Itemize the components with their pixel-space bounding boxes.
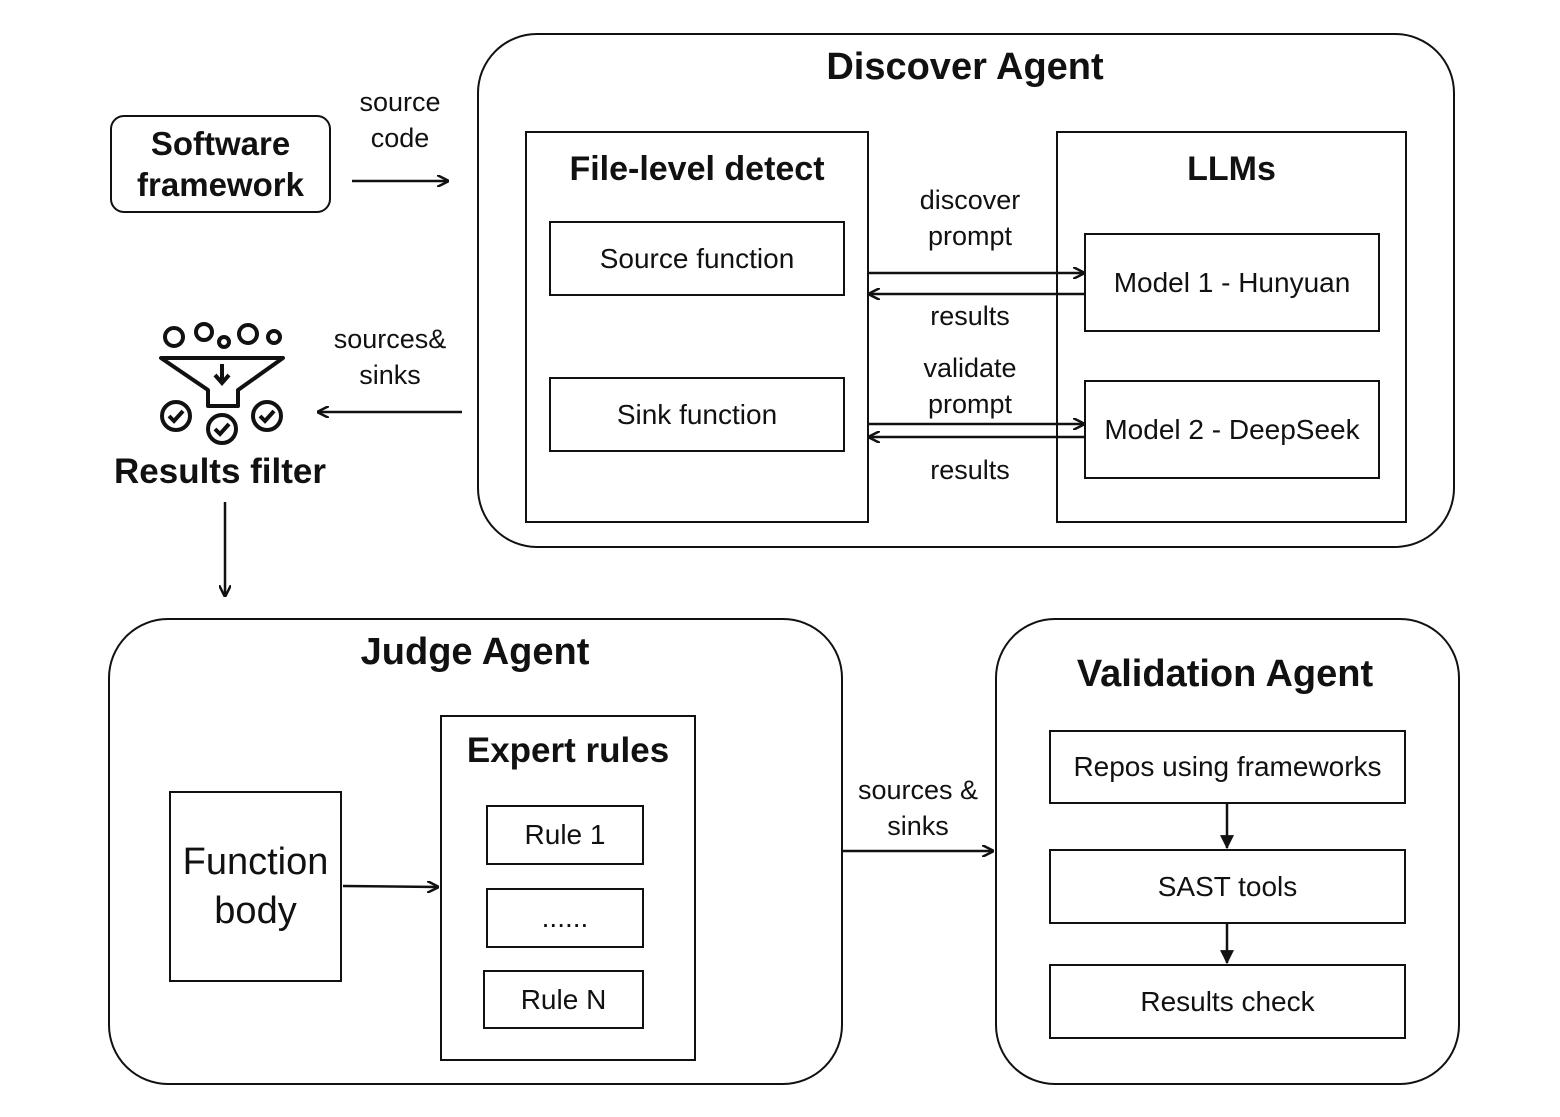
software-framework-node: Software framework (110, 115, 331, 213)
function-body-line2: body (214, 889, 297, 932)
expert-rules-title: Expert rules (466, 731, 670, 770)
function-body-box: Function body (169, 791, 342, 982)
rule-ellipsis-box: ...... (486, 888, 644, 948)
sink-function-box: Sink function (549, 377, 845, 452)
judge-agent-title: Judge Agent (360, 631, 590, 673)
discover-prompt-line2: prompt (927, 221, 1013, 251)
validation-agent-title: Validation Agent (1076, 653, 1374, 695)
sources-sinks-validation-line1: sources & (857, 775, 979, 805)
software-framework-line1: Software (150, 125, 291, 162)
model-2-box: Model 2 - DeepSeek (1084, 380, 1380, 479)
sources-sinks-filter-line1: sources& (333, 324, 447, 354)
repos-using-frameworks-box: Repos using frameworks (1049, 730, 1406, 804)
source-code-label: source code (330, 84, 470, 156)
sast-tools-box: SAST tools (1049, 849, 1406, 924)
source-function-box: Source function (549, 221, 845, 296)
results-bottom-label: results (930, 455, 1010, 485)
funnel-filter-icon (159, 322, 285, 445)
validate-prompt-line2: prompt (927, 389, 1013, 419)
file-level-detect-title: File-level detect (569, 150, 825, 188)
results-filter-label: Results filter (114, 452, 326, 491)
rule-n-box: Rule N (483, 970, 644, 1029)
source-code-line2: code (370, 123, 430, 153)
rule-1-box: Rule 1 (486, 805, 644, 865)
results-top-label: results (930, 301, 1010, 331)
discover-agent-title: Discover Agent (826, 46, 1104, 88)
function-body-line1: Function (182, 840, 329, 883)
source-code-line1: source (359, 87, 441, 117)
software-framework-line2: framework (137, 166, 304, 203)
discover-prompt-line1: discover (919, 185, 1021, 215)
file-level-detect-box (525, 131, 869, 523)
validate-prompt-label: validate prompt (880, 350, 1060, 422)
sources-sinks-validation-label: sources & sinks (838, 772, 998, 844)
results-check-box: Results check (1049, 964, 1406, 1039)
sources-sinks-validation-line2: sinks (887, 811, 949, 841)
llms-title: LLMs (1187, 150, 1276, 188)
model-1-box: Model 1 - Hunyuan (1084, 233, 1380, 332)
sources-sinks-filter-label: sources& sinks (310, 321, 470, 393)
validate-prompt-line1: validate (923, 353, 1017, 383)
sources-sinks-filter-line2: sinks (359, 360, 421, 390)
discover-prompt-label: discover prompt (880, 182, 1060, 254)
